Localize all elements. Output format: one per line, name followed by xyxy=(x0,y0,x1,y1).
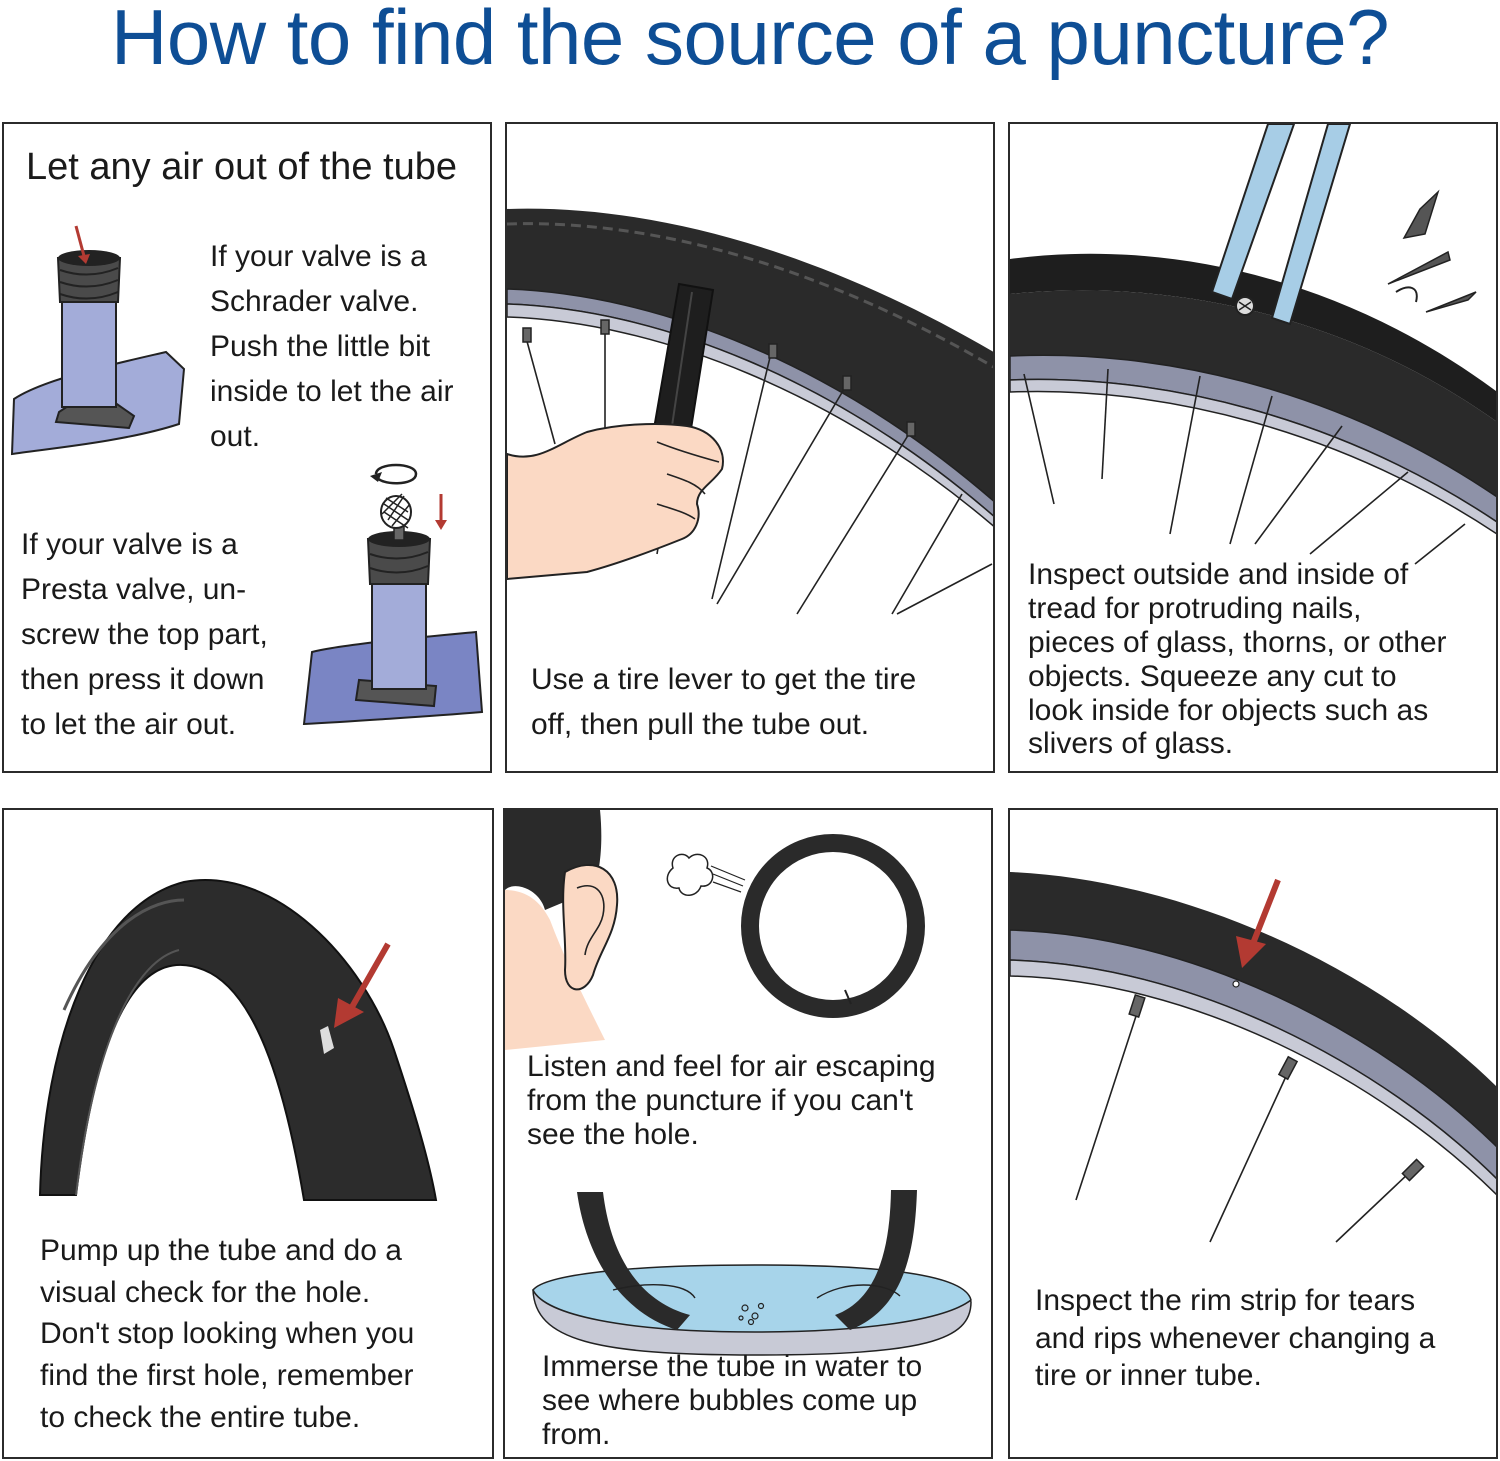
tread-inspection-illustration xyxy=(1010,124,1496,565)
panel-remove-tire: Use a tire lever to get the tire off, th… xyxy=(505,122,995,773)
presta-instructions: If your valve is a Presta valve, un- scr… xyxy=(21,528,268,741)
nail-icon xyxy=(1235,189,1477,316)
tweezers-icon xyxy=(1210,124,1352,326)
inflated-tube-icon xyxy=(38,879,438,1201)
schrader-instructions: If your valve is a Schrader valve. Push … xyxy=(210,240,454,453)
immerse-instructions: Immerse the tube in water to see where b… xyxy=(542,1350,923,1451)
remove-tire-instructions: Use a tire lever to get the tire off, th… xyxy=(531,663,917,741)
listen-instructions: Listen and feel for air escaping from th… xyxy=(527,1050,936,1151)
ear-icon xyxy=(505,810,619,1050)
valve-illustrations xyxy=(10,225,484,726)
listen-immerse-illustration xyxy=(505,810,972,1356)
panel-visual-check: Pump up the tube and do a visual check f… xyxy=(2,808,494,1459)
panel-inspect-tread: Inspect outside and inside of tread for … xyxy=(1008,122,1498,773)
puncture-arrow-icon xyxy=(334,942,391,1028)
panel-deflate: Let any air out of the tube If your v xyxy=(2,122,492,773)
rim-strip-instructions: Inspect the rim strip for tears and rips… xyxy=(1035,1284,1436,1392)
inflated-tube-illustration xyxy=(38,879,438,1201)
puncture-arrow-icon xyxy=(1236,878,1281,968)
rotate-arrow-icon xyxy=(374,463,418,485)
inspect-tread-instructions: Inspect outside and inside of tread for … xyxy=(1028,558,1447,761)
panel-listen-immerse: Listen and feel for air escaping from th… xyxy=(503,808,993,1459)
hand-icon xyxy=(507,423,724,581)
presta-valve-icon xyxy=(302,493,484,726)
tube-ring-icon xyxy=(741,834,925,1018)
panel-heading: Let any air out of the tube xyxy=(26,146,457,188)
schrader-valve-icon xyxy=(10,250,186,456)
visual-check-instructions: Pump up the tube and do a visual check f… xyxy=(40,1234,415,1434)
water-basin-icon xyxy=(532,1190,972,1356)
page-title: How to find the source of a puncture? xyxy=(111,0,1389,81)
rim-strip-illustration xyxy=(1010,872,1496,1243)
tire-lever-illustration xyxy=(507,208,993,615)
panel-rim-strip: Inspect the rim strip for tears and rips… xyxy=(1008,808,1498,1459)
